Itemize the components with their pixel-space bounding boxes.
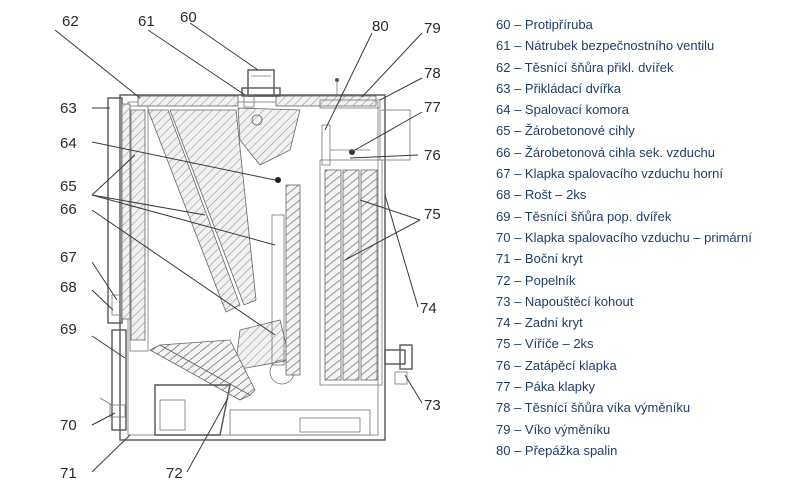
callout-numbers: 60 61 62 63 64 65 66 67 68 69 70 71 72 7… [60, 9, 441, 482]
parts-legend: 60 – Protipříruba 61 – Nátrubek bezpečno… [496, 14, 791, 461]
legend-item: 70 – Klapka spalovacího vzduchu – primár… [496, 229, 752, 245]
legend-item: 61 – Nátrubek bezpečnostního ventilu [496, 38, 715, 54]
callout-72: 72 [166, 465, 183, 482]
left-bricks [130, 109, 146, 341]
callout-75: 75 [424, 206, 441, 223]
callout-64: 64 [60, 135, 77, 152]
legend-item: 73 – Napouštěcí kohout [496, 293, 634, 309]
legend-item: 71 – Boční kryt [496, 251, 583, 267]
callout-71: 71 [60, 465, 77, 482]
callout-78: 78 [424, 65, 441, 82]
legend-item: 60 – Protipříruba [496, 17, 593, 32]
callout-62: 62 [62, 13, 79, 30]
legend-item: 64 – Spalovací komora [496, 102, 629, 118]
legend-item: 66 – Žárobetonová cihla sek. vzduchu [496, 144, 715, 160]
legend-item: 68 – Rošt – 2ks [496, 187, 587, 203]
callout-74: 74 [420, 300, 437, 317]
callout-77: 77 [424, 99, 441, 116]
legend-item: 74 – Zadní kryt [496, 315, 583, 331]
legend-item: 67 – Klapka spalovacího vzduchu horní [496, 166, 723, 182]
callout-73: 73 [424, 397, 441, 414]
callout-63: 63 [60, 100, 77, 117]
callout-68: 68 [60, 279, 77, 296]
legend-item: 62 – Těsnící šňůra přikl. dvířek [496, 59, 674, 75]
boiler-body [99, 69, 413, 441]
callout-66: 66 [60, 201, 77, 218]
legend-item: 69 – Těsnící šňůra pop. dvířek [496, 208, 672, 224]
callout-70: 70 [60, 417, 77, 434]
callout-69: 69 [60, 321, 77, 338]
legend-item: 79 – Víko výměníku [496, 421, 611, 437]
callout-67: 67 [60, 249, 77, 266]
callout-76: 76 [424, 147, 441, 164]
leader-lines [54, 22, 423, 473]
legend-item: 80 – Přepážka spalin [496, 442, 618, 458]
legend-item: 77 – Páka klapky [496, 379, 596, 395]
legend-item: 76 – Zatápěcí klapka [496, 357, 617, 373]
callout-79: 79 [424, 20, 441, 37]
callout-61: 61 [138, 13, 155, 30]
legend-item: 78 – Těsnící šňůra víka výměníku [496, 400, 691, 416]
callout-60: 60 [180, 9, 197, 26]
callout-80: 80 [372, 18, 389, 35]
callout-65: 65 [60, 178, 77, 195]
legend-item: 72 – Popelník [496, 272, 576, 288]
legend-item: 65 – Žárobetonové cihly [496, 123, 635, 139]
legend-item: 63 – Přikládací dvířka [496, 80, 622, 96]
legend-item: 75 – Víříče – 2ks [496, 336, 594, 352]
